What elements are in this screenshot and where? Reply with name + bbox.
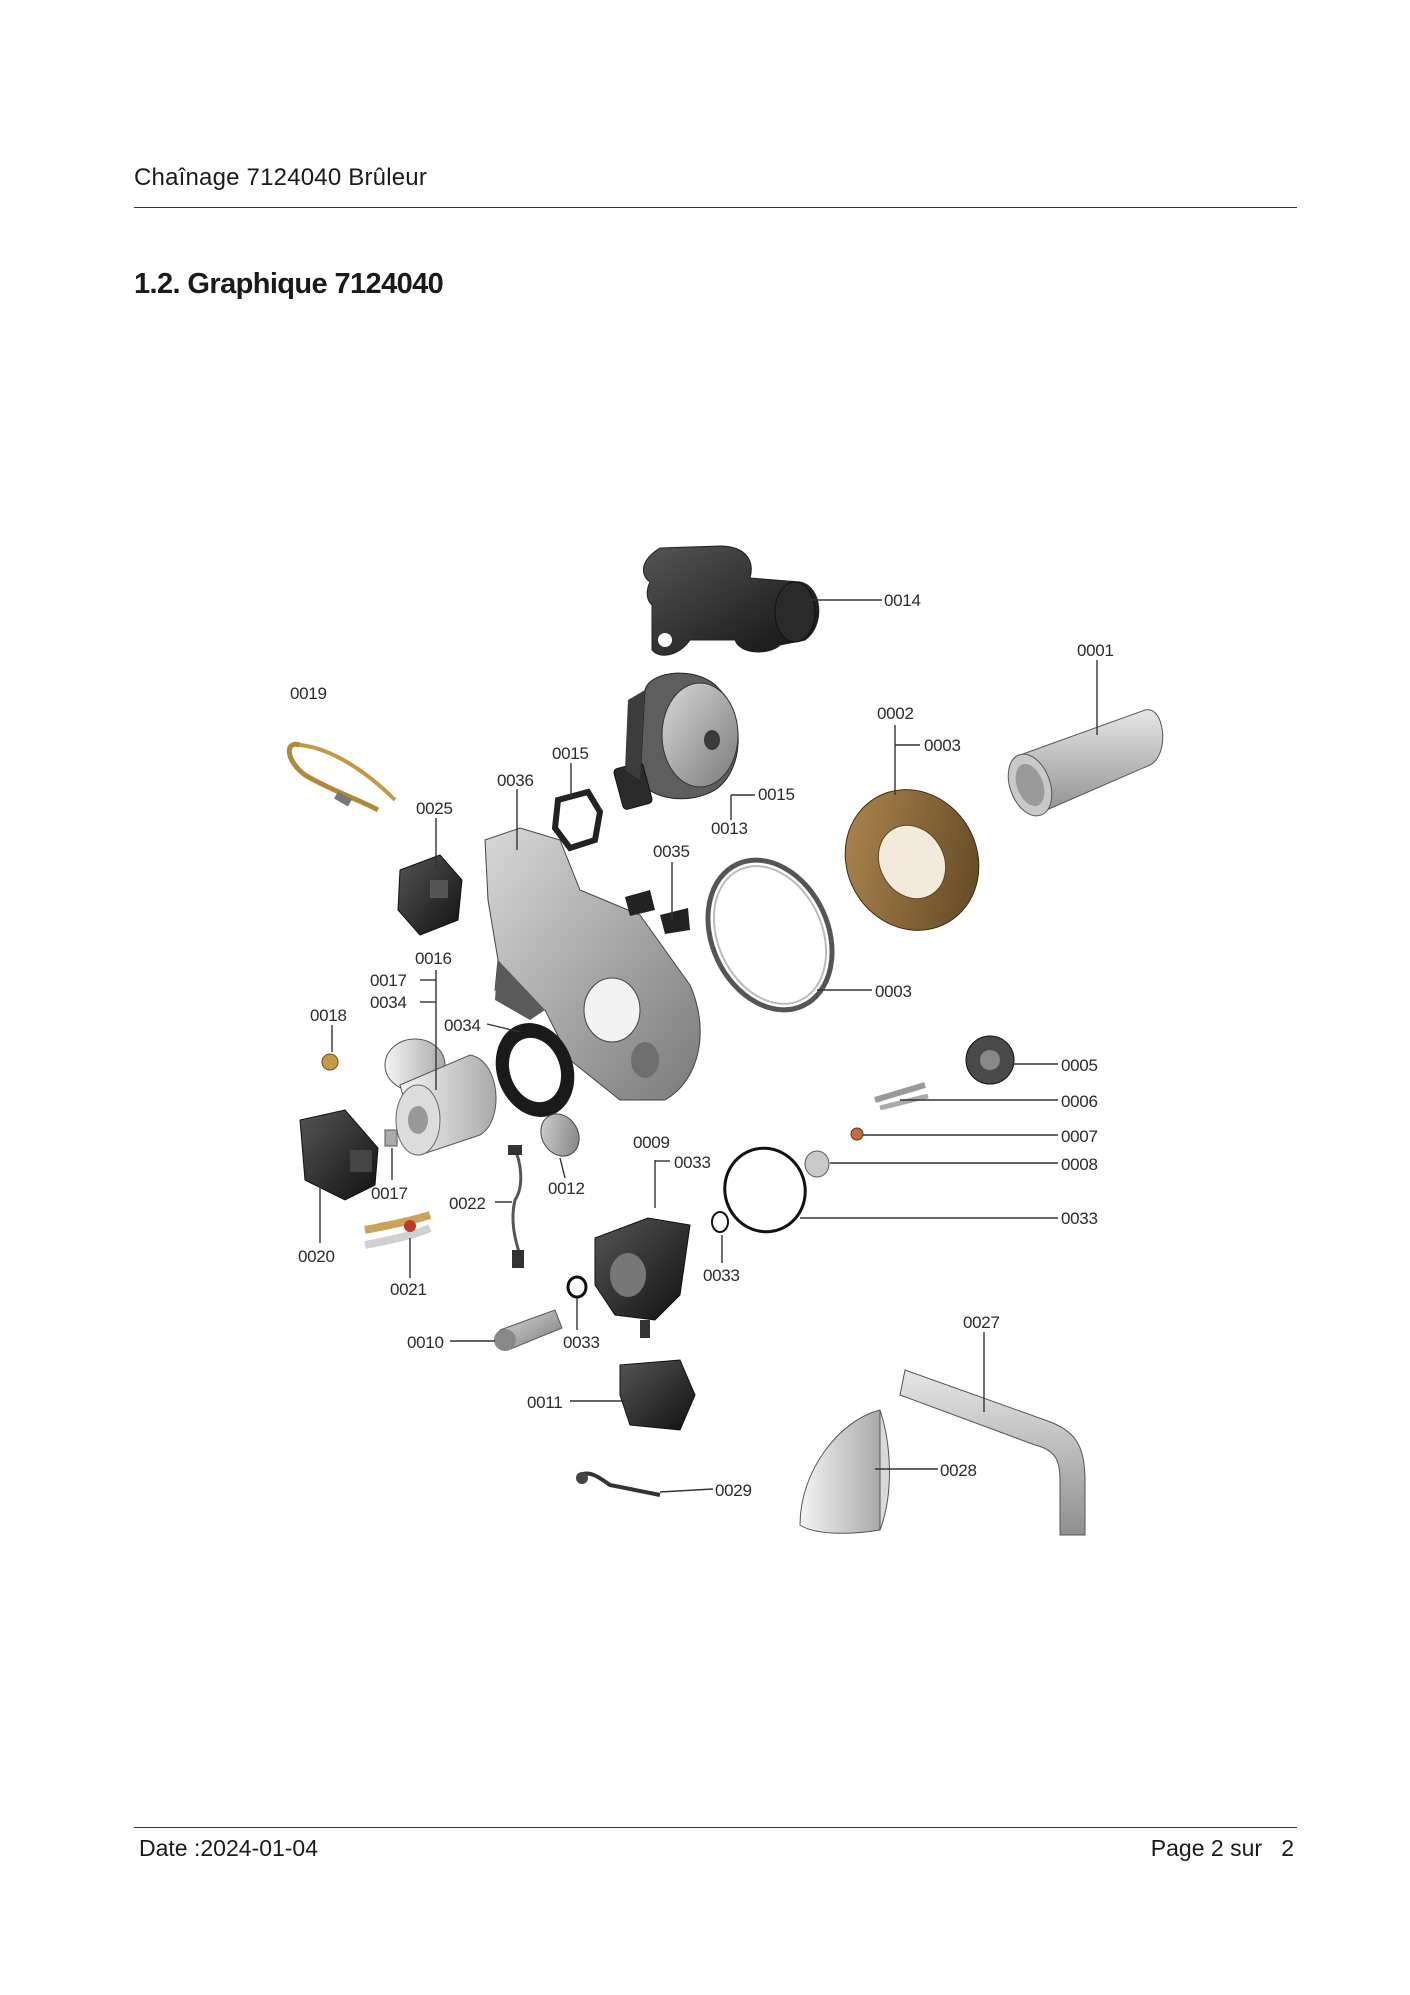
callout-0033-upper: 0033 [674,1153,711,1172]
part-0035-plugs [625,890,690,934]
callout-0033-mid: 0033 [703,1266,740,1285]
callout-0027: 0027 [963,1313,1000,1332]
part-0036-burner-housing [484,827,701,1101]
callout-0011: 0011 [527,1393,562,1412]
callout-0006: 0006 [1061,1092,1098,1111]
footer-rule [134,1827,1297,1828]
part-0009-air-damper [594,1217,691,1338]
footer-page-number: Page 2 sur 2 [1151,1835,1294,1862]
callout-0008: 0008 [1061,1155,1098,1174]
callout-0015-left: 0015 [552,744,589,763]
part-0019-ignition-cable [286,741,397,813]
callout-0020: 0020 [298,1247,335,1266]
callout-0034-lower: 0034 [444,1016,481,1035]
part-0028-hood [799,1409,890,1534]
part-0010-solenoid [494,1309,563,1351]
header-rule [134,207,1297,208]
callout-0017-lower: 0017 [371,1184,408,1203]
callout-0009: 0009 [633,1133,670,1152]
section-heading: 1.2. Graphique 7124040 [134,268,444,300]
part-0007-nozzle [850,1127,864,1141]
part-0022-cable [508,1145,524,1268]
part-0003-seal-ring [705,857,835,1013]
document-header-title: Chaînage 7124040 Brûleur [134,164,428,191]
part-0005-nozzle-head [965,1035,1015,1085]
callout-0012: 0012 [548,1179,585,1198]
callout-0019: 0019 [290,684,327,703]
callout-0035: 0035 [653,842,690,861]
part-0017-coupling [384,1129,398,1147]
callout-0013: 0013 [711,819,748,838]
callout-0010: 0010 [407,1333,444,1352]
callout-0005: 0005 [1061,1056,1098,1075]
part-0012-capacitor [540,1113,580,1157]
callout-0003-lower: 0003 [875,982,912,1001]
callout-0002: 0002 [877,704,914,723]
callout-0036: 0036 [497,771,534,790]
callout-0029: 0029 [715,1481,752,1500]
part-0013-fan [613,672,739,810]
part-0018-fitting [321,1053,339,1071]
part-0002-mounting-flange [844,789,980,931]
part-0011-ignition-transformer [619,1359,696,1431]
callout-0017-upper: 0017 [370,971,407,990]
callout-0015-right: 0015 [758,785,795,804]
part-0015-gasket [551,788,604,852]
callout-labels: 0014 0001 0019 0002 0003 0015 0015 0036 … [290,591,1114,1500]
callout-0034-upper: 0034 [370,993,407,1012]
callout-0018: 0018 [310,1006,347,1025]
part-0006-electrodes [874,1082,929,1111]
page-total: 2 [1281,1835,1294,1861]
callout-0033-right: 0033 [1061,1209,1098,1228]
part-0001-blast-tube [1007,709,1164,817]
part-0008-fitting [804,1150,830,1178]
part-0034-gasket [495,1023,575,1117]
callout-0021: 0021 [390,1280,427,1299]
leader-lines [319,599,1098,1493]
callout-0007: 0007 [1061,1127,1098,1146]
page-prefix: Page 2 sur [1150,1835,1263,1861]
part-0029-photocell [576,1471,661,1497]
part-0014-air-duct [642,545,820,656]
part-0025-control-box [397,854,463,936]
callout-0025: 0025 [416,799,453,818]
callout-0033-lower: 0033 [563,1333,600,1352]
callout-0022: 0022 [449,1194,486,1213]
part-0033-o-rings [566,1146,807,1299]
callout-0016: 0016 [415,949,452,968]
callout-0014: 0014 [884,591,921,610]
callout-0001: 0001 [1077,641,1114,660]
footer-date: Date :2024-01-04 [139,1835,319,1861]
callout-0003-upper: 0003 [924,736,961,755]
callout-0028: 0028 [940,1461,977,1480]
part-0027-nozzle-pipe [899,1369,1086,1536]
part-0016-motor [384,1038,497,1156]
part-0021-oil-hoses [364,1211,432,1249]
part-0020-oil-pump [299,1109,379,1201]
